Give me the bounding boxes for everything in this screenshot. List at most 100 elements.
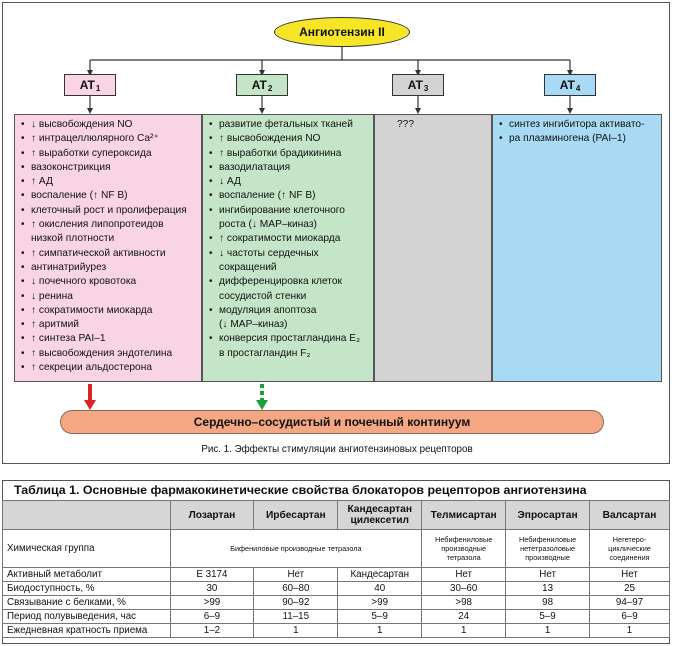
at2-effect-item: роста (↓ МАР–киназ)	[219, 219, 317, 231]
at2-effect-item: ↑ высвобождения NO	[209, 132, 370, 147]
table-cell: >98	[421, 595, 507, 610]
table-cell: 94–97	[589, 595, 670, 610]
arrowhead-at2-col	[259, 108, 265, 114]
at1-effect-item: ↑ симпатической активности	[21, 247, 198, 262]
table-cell: 24	[421, 609, 507, 624]
row-label: Активный метаболит	[2, 567, 171, 582]
row-label: Биодоступность, %	[2, 581, 171, 596]
table-header-row: Лозартан Ирбесартан Кандесартан цилексет…	[2, 500, 670, 530]
header-candesartan: Кандесартан цилексетил	[337, 500, 423, 530]
table-cell: Нет	[253, 567, 339, 582]
at1-continuum-arrow	[84, 384, 96, 410]
at1-effects-list: ↓ высвобождения NO↑ интрацеллюлярного Ca…	[21, 118, 198, 376]
at2-effect-item: ↓ частоты сердечных	[209, 247, 370, 262]
at2-effect-item: вазодилатация	[209, 161, 370, 176]
at1-effect-item: воспаление (↑ NF B)	[21, 189, 198, 204]
table-cell: 1	[253, 623, 339, 638]
at1-effect-item: клеточный рост и пролиферация	[21, 204, 198, 219]
at1-effect-item: ↑ синтеза PAI–1	[21, 332, 198, 347]
group-eprosartan-cell: Небифениловые нететразоловые производные	[505, 529, 591, 568]
group-telmisartan-cell: Небифениловые производные тетразола	[421, 529, 507, 568]
at2-effect-item: ↑ выработки брадикинина	[209, 147, 370, 162]
at1-effect-item: ↑ сократимости миокарда	[21, 304, 198, 319]
at1-effect-item: ↑ высвобождения эндотелина	[21, 347, 198, 362]
header-eprosartan: Эпросартан	[505, 500, 591, 530]
table-cell: 1–2	[169, 623, 255, 638]
table-cell: 6–9	[169, 609, 255, 624]
table-cell: Нет	[589, 567, 670, 582]
arrowhead-at1	[87, 70, 93, 76]
table-cell: 1	[337, 623, 423, 638]
at2-effect-item: сокращений	[219, 261, 277, 273]
at1-effect-item: вазоконстрикция	[21, 161, 198, 176]
row-label: Ежедневная кратность приема	[2, 623, 171, 638]
group-valsartan-cell: Негетеро-циклические соединения	[589, 529, 670, 568]
at3-prefix: AT	[407, 78, 423, 92]
arrowhead-at3	[415, 70, 421, 76]
table-cell: Нет	[505, 567, 591, 582]
header-losartan: Лозартан	[169, 500, 255, 530]
at1-effect-item: антинатрийурез	[21, 261, 198, 276]
header-empty	[2, 500, 171, 530]
table-cell: 5–9	[337, 609, 423, 624]
table-cell: 5–9	[505, 609, 591, 624]
at2-effect-item: (↓ МАР–киназ)	[219, 319, 288, 331]
table-cell: 30	[169, 581, 255, 596]
at2-effect-item: модуляция апоптоза	[209, 304, 370, 319]
at1-effect-item: ↑ секреции альдостерона	[21, 361, 198, 376]
header-irbesartan: Ирбесартан	[253, 500, 339, 530]
at2-effect-item: ↑ сократимости миокарда	[209, 232, 370, 247]
at2-continuum-arrow	[256, 384, 268, 410]
at1-effect-item: ↑ аритмий	[21, 318, 198, 333]
table-cell: 1	[421, 623, 507, 638]
at1-effect-item: ↑ АД	[21, 175, 198, 190]
at2-effect-item: дифференцировка клеток	[209, 275, 370, 290]
at2-effects-column: развитие фетальных тканей↑ высвобождения…	[202, 114, 374, 382]
table-cell: 90–92	[253, 595, 339, 610]
at2-prefix: AT	[251, 78, 267, 92]
at3-unknown-text: ???	[397, 119, 414, 130]
cardio-renal-continuum: Сердечно–сосудистый и почечный континуум	[60, 410, 604, 434]
table-title: Таблица 1. Основные фармакокинетические …	[14, 483, 587, 497]
table-cell: 30–60	[421, 581, 507, 596]
at1-sub: 1	[95, 83, 101, 93]
pharmacokinetics-table: Лозартан Ирбесартан Кандесартан цилексет…	[2, 500, 670, 638]
at2-effect-item: ингибирование клеточного	[209, 204, 370, 219]
at2-effects-list: развитие фетальных тканей↑ высвобождения…	[209, 118, 370, 361]
at2-effect-item: в простагландин F₂	[219, 347, 311, 359]
table-cell: 1	[589, 623, 670, 638]
arrowhead-at2	[259, 70, 265, 76]
header-telmisartan: Телмисартан	[421, 500, 507, 530]
diagram-connectors	[84, 47, 573, 410]
at1-effect-item: ↓ почечного кровотока	[21, 275, 198, 290]
arrowhead-at3-col	[415, 108, 421, 114]
table-cell: Нет	[421, 567, 507, 582]
at2-sub: 2	[267, 83, 273, 93]
at4-effects-list: синтез ингибитора активато-ра плазминоге…	[499, 118, 658, 147]
row-label: Связывание с белками, %	[2, 595, 171, 610]
table-cell: 98	[505, 595, 591, 610]
row-label: Период полувыведения, час	[2, 609, 171, 624]
at4-effect-item: синтез ингибитора активато-	[499, 118, 658, 133]
at1-prefix: AT	[79, 78, 95, 92]
at3-sub: 3	[423, 83, 429, 93]
at1-effect-item: ↑ интрацеллюлярного Ca²⁺	[21, 132, 198, 147]
table-cell: 6–9	[589, 609, 670, 624]
at1-effect-item: низкой плотности	[31, 233, 115, 245]
table-cell: 13	[505, 581, 591, 596]
row-label: Химическая группа	[2, 529, 171, 568]
table-cell: 25	[589, 581, 670, 596]
at2-effect-item: конверсия простагландина E₂	[209, 332, 370, 347]
at4-effects-column: синтез ингибитора активато-ра плазминоге…	[492, 114, 662, 382]
table-cell: >99	[169, 595, 255, 610]
at2-effect-item: воспаление (↑ NF B)	[209, 189, 370, 204]
figure-frame	[2, 2, 670, 464]
